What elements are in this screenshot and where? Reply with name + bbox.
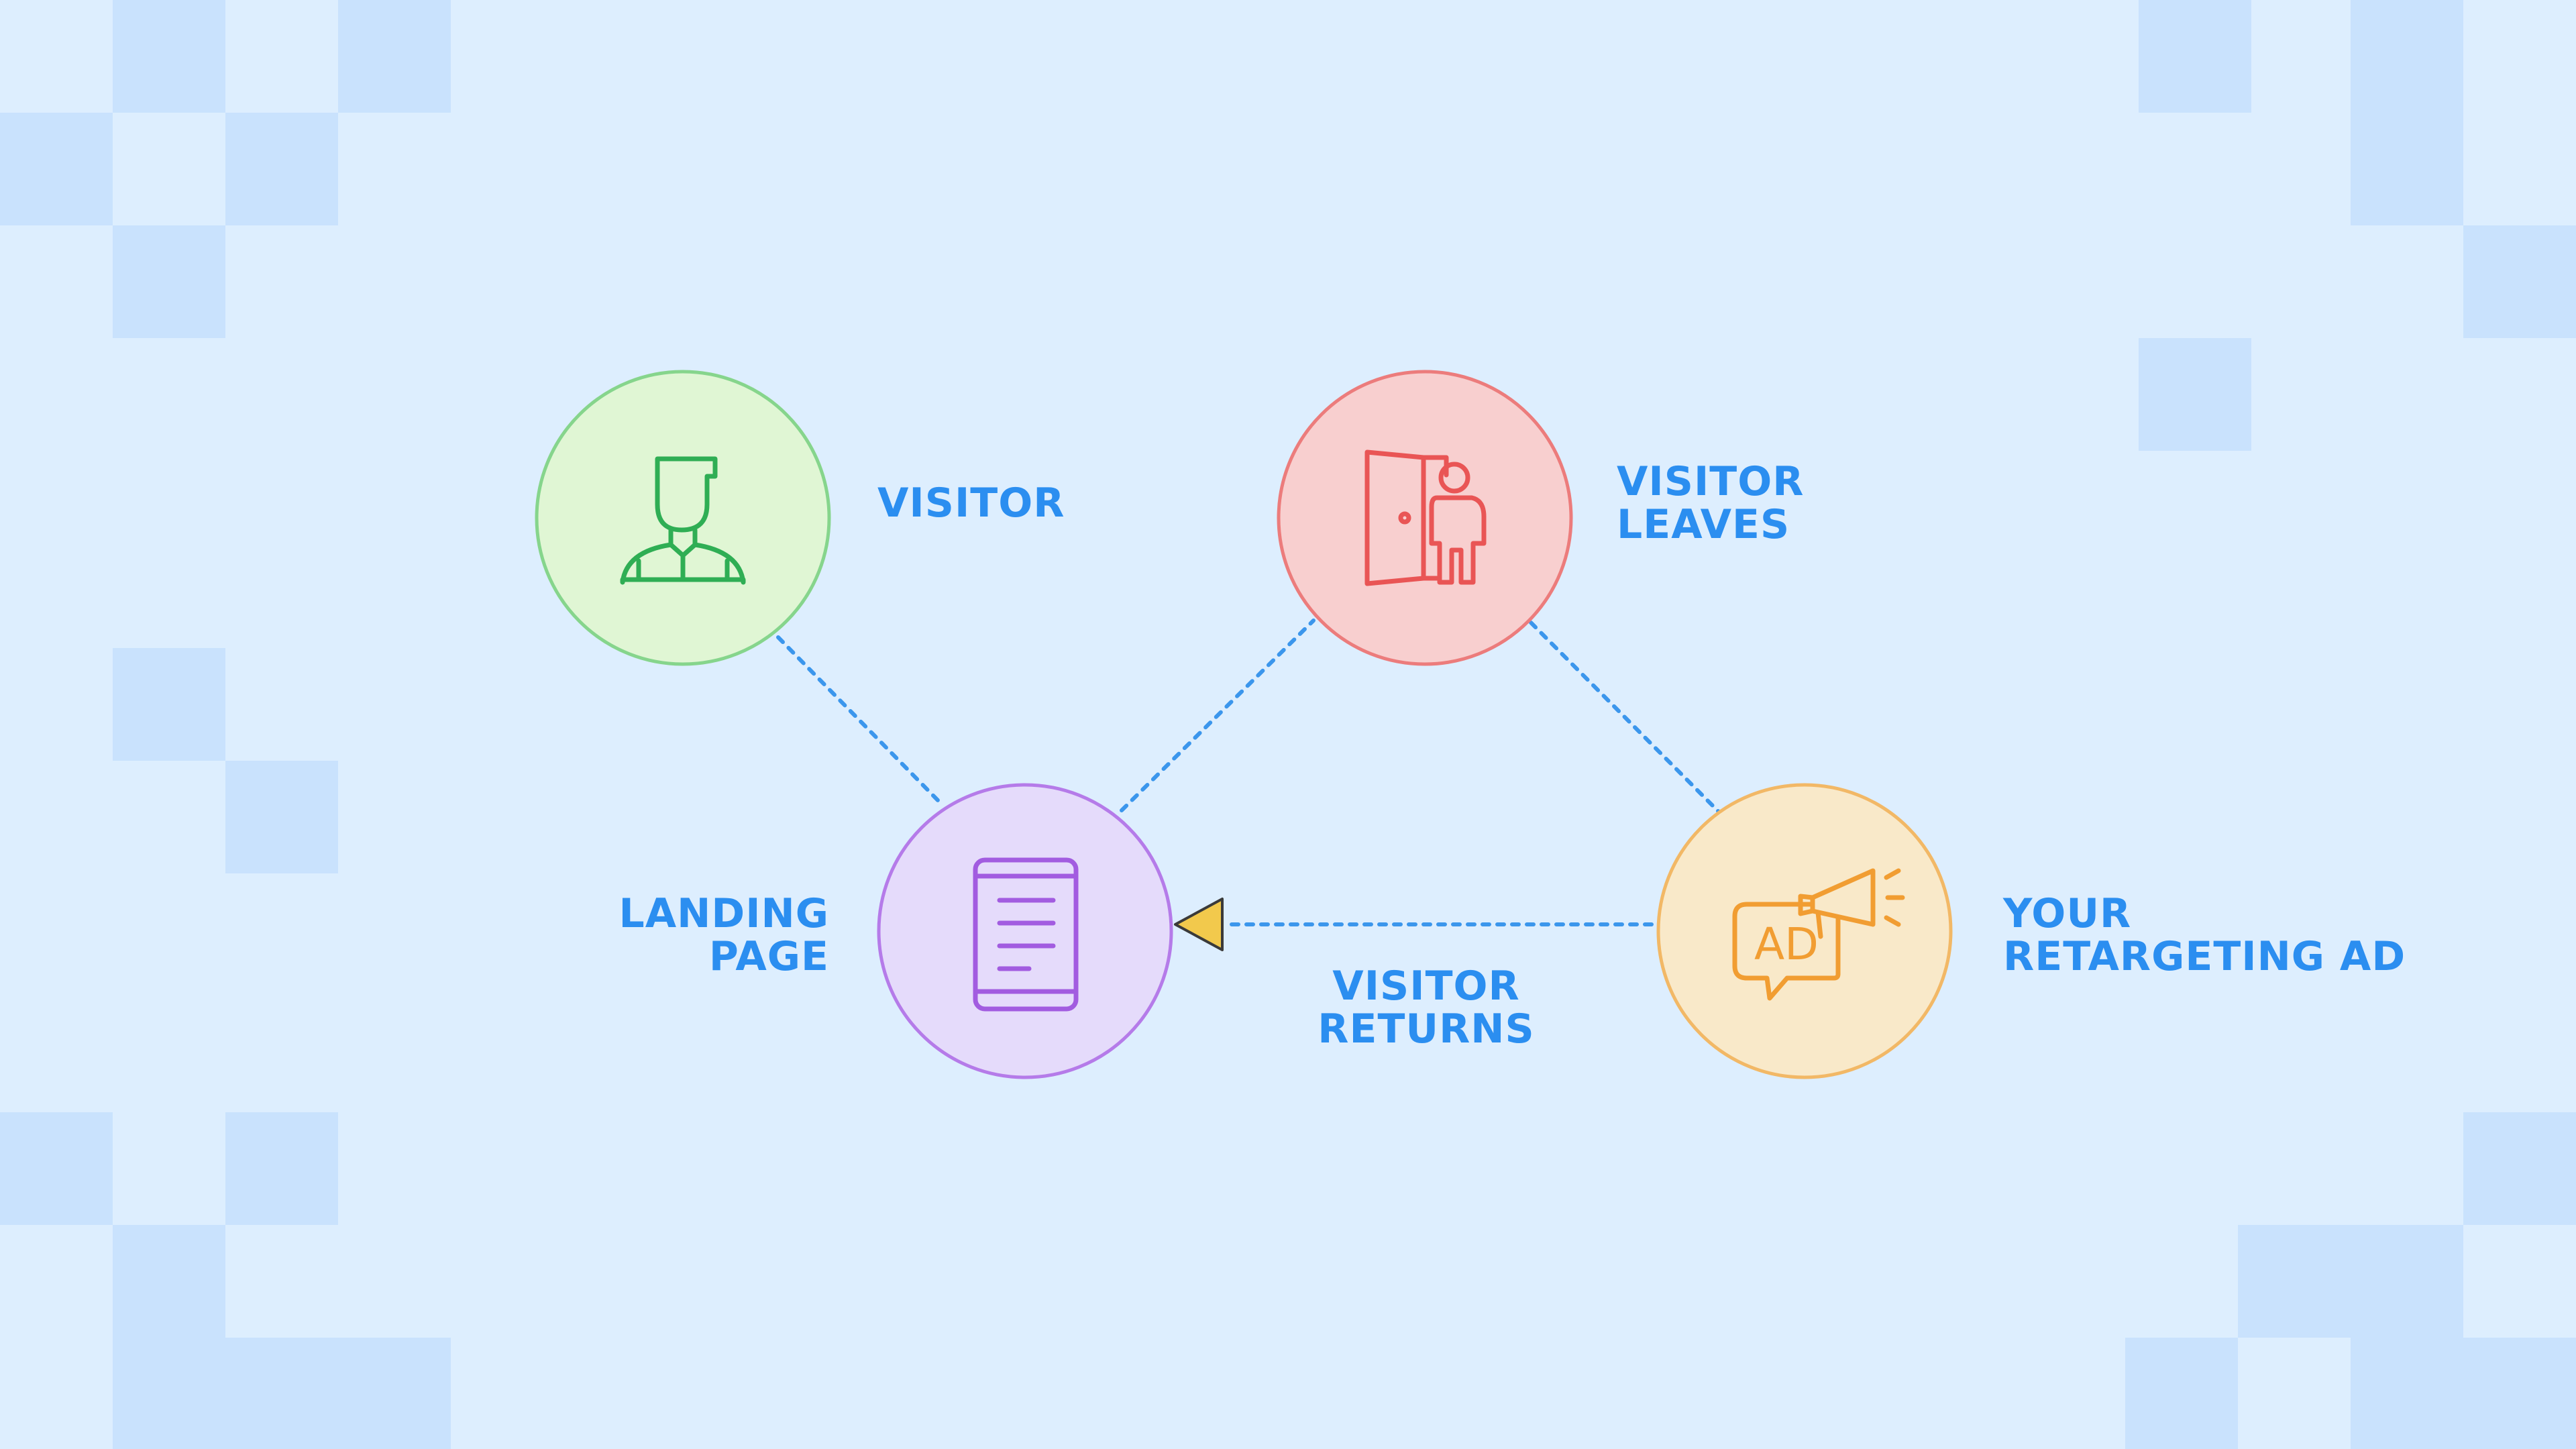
ad-glyph: AD [1754, 918, 1819, 970]
retargeting-ad-label: YOUR RETARGETING AD [2003, 890, 2406, 980]
visitor-leaves-label: VISITOR LEAVES [1617, 458, 1805, 548]
visitor-returns-label: VISITOR RETURNS [1318, 963, 1535, 1053]
visitor-node [535, 370, 831, 666]
return-arrowhead-icon [1174, 898, 1224, 951]
person-leaving-door-icon [1364, 449, 1487, 586]
mobile-page-icon [973, 857, 1079, 1012]
landing-page-node [877, 783, 1173, 1079]
landing-page-label: LANDING PAGE [619, 890, 829, 980]
connector-leaves-to-ad [1529, 621, 1721, 814]
connector-visitor-to-landing [776, 635, 941, 804]
connector-landing-to-leaves [1120, 619, 1316, 812]
retargeting-ad-node [1656, 783, 1953, 1079]
connectors [776, 619, 1721, 926]
person-icon [620, 456, 746, 585]
visitor-label: VISITOR [877, 480, 1065, 527]
ad-megaphone-icon: AD [1732, 868, 1905, 1001]
